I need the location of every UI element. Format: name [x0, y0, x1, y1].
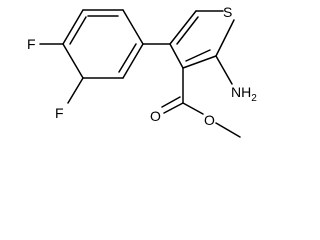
carbonyl-oxygen-label: O [150, 108, 161, 124]
bond-c-o-double-2 [161, 96, 181, 108]
bond-benz-double-2 [118, 43, 137, 73]
molecule-canvas: F F S NH2 O O [27, 4, 257, 138]
bond-c-o-double-1 [163, 102, 184, 114]
bond-thio-double-2 [185, 49, 211, 62]
bond-c-f-2 [67, 77, 84, 104]
bond-thio-double-1 [176, 16, 199, 45]
fluorine-label-1: F [27, 36, 36, 52]
bond-benz-6 [62, 9, 84, 45]
bond-thio-5 [169, 43, 184, 69]
bond-benz-5 [62, 43, 84, 79]
bond-thio-1 [169, 10, 197, 45]
sulfur-label: S [223, 4, 232, 20]
bond-benz-2 [122, 9, 144, 45]
structure-diagram: F F S NH2 O O [27, 4, 257, 138]
amine-nh: NH [231, 84, 251, 100]
bond-thio-3 [215, 19, 235, 57]
bond-benz-double-3 [69, 16, 87, 45]
bond-thio-4 [182, 55, 217, 69]
ester-oxygen-label: O [204, 112, 215, 128]
amine-subscript: 2 [251, 93, 257, 104]
bond-o-methyl [215, 122, 241, 138]
thiophene-ring [169, 10, 235, 69]
amine-label: NH2 [231, 84, 257, 104]
bond-c-n [215, 55, 233, 85]
fluorine-label-2: F [55, 105, 64, 121]
benzene-ring [62, 9, 144, 79]
bond-c-o-single [182, 102, 204, 115]
bond-benz-3 [122, 43, 144, 79]
